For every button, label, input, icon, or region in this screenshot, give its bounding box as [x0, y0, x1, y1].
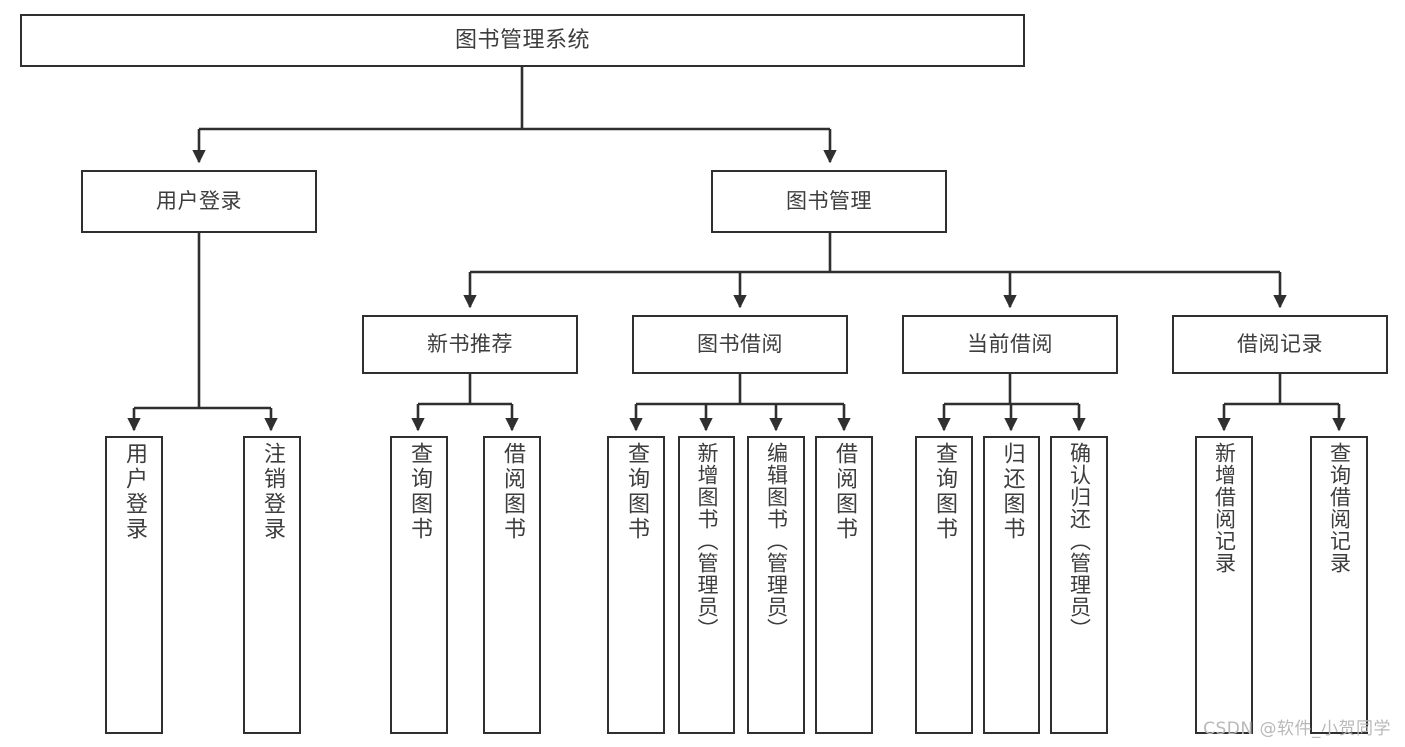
- node-book-management-system[interactable]: 图书管理系统: [20, 14, 1025, 67]
- leaf-query-book-borrowing[interactable]: 查询图书: [607, 436, 665, 734]
- node-label: 借阅图书: [832, 442, 857, 542]
- leaf-query-borrow-record[interactable]: 查询借阅记录: [1310, 436, 1368, 734]
- leaf-edit-book-admin[interactable]: 编辑图书（管理员）: [747, 436, 805, 734]
- node-label: 查询图书: [407, 442, 432, 542]
- leaf-user-login[interactable]: 用户登录: [105, 436, 163, 734]
- node-label: 编辑图书（管理员）: [764, 442, 789, 640]
- node-label: 当前借阅: [967, 332, 1053, 357]
- node-label: 新增借阅记录: [1212, 442, 1237, 574]
- leaf-query-book-current[interactable]: 查询图书: [915, 436, 973, 734]
- node-label: 用户登录: [156, 189, 242, 214]
- node-label: 确认归还（管理员）: [1067, 442, 1092, 640]
- leaf-borrow-book-borrowing[interactable]: 借阅图书: [815, 436, 873, 734]
- leaf-return-book[interactable]: 归还图书: [983, 436, 1040, 734]
- leaf-query-book-newbook[interactable]: 查询图书: [390, 436, 448, 734]
- node-label: 注销登录: [260, 442, 285, 542]
- leaf-add-book-admin[interactable]: 新增图书（管理员）: [678, 436, 735, 734]
- node-book-borrowing[interactable]: 图书借阅: [632, 315, 848, 374]
- node-label: 新书推荐: [427, 332, 513, 357]
- node-label: 用户登录: [122, 442, 147, 542]
- node-book-management[interactable]: 图书管理: [711, 170, 947, 233]
- node-label: 新增图书（管理员）: [695, 442, 719, 640]
- node-current-borrowing[interactable]: 当前借阅: [902, 315, 1118, 374]
- node-label: 借阅记录: [1237, 332, 1323, 357]
- csdn-watermark: CSDN @软件_小贺同学: [1203, 719, 1391, 739]
- node-label: 查询图书: [624, 442, 649, 542]
- leaf-logout[interactable]: 注销登录: [243, 436, 301, 734]
- leaf-borrow-book-newbook[interactable]: 借阅图书: [483, 436, 541, 734]
- node-user-login[interactable]: 用户登录: [81, 170, 317, 233]
- leaf-confirm-return-admin[interactable]: 确认归还（管理员）: [1050, 436, 1108, 734]
- node-label: 借阅图书: [500, 442, 525, 542]
- node-new-book-recommendation[interactable]: 新书推荐: [362, 315, 578, 374]
- node-label: 查询借阅记录: [1327, 442, 1352, 574]
- node-label: 归还图书: [999, 442, 1025, 542]
- node-borrowing-records[interactable]: 借阅记录: [1172, 315, 1388, 374]
- node-label: 图书管理系统: [454, 27, 590, 53]
- node-label: 查询图书: [932, 442, 957, 542]
- node-label: 图书借阅: [697, 332, 783, 357]
- leaf-add-borrow-record[interactable]: 新增借阅记录: [1195, 436, 1253, 734]
- node-label: 图书管理: [786, 189, 872, 214]
